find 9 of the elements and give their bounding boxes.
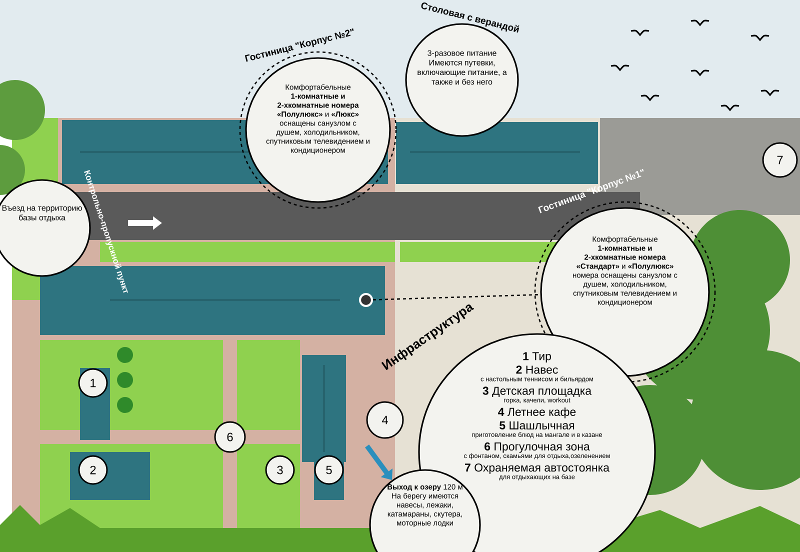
node-label: 5 Шашлычная (500, 421, 574, 430)
node-label: 4 Летнее кафе (498, 407, 576, 418)
arrow (364, 444, 393, 480)
node-label: 6 Прогулочная зона (484, 442, 590, 453)
node-label: 3 Детская площадка (482, 386, 592, 398)
location-marker (359, 293, 373, 307)
node-label: 2 Навес (516, 366, 558, 374)
leader-line (372, 294, 540, 300)
node-label: 1 Тир (523, 352, 552, 362)
